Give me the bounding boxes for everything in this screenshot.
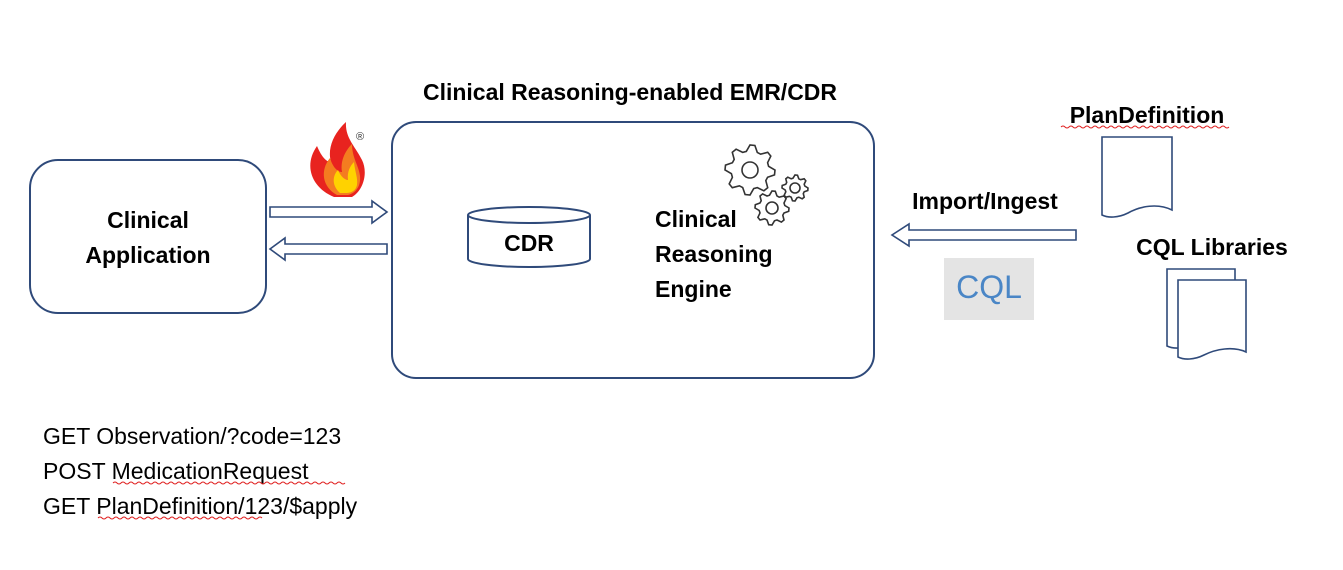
fhir-flame-icon: ® xyxy=(310,122,365,197)
clinical-application-label-line1: Clinical xyxy=(107,207,189,233)
request-arrow-right xyxy=(269,199,389,225)
registered-mark: ® xyxy=(356,131,364,143)
response-arrow-left xyxy=(268,236,388,262)
clinical-application-label-line2: Application xyxy=(85,242,210,268)
cdr-database-icon: CDR xyxy=(467,206,591,268)
clinical-application-frame xyxy=(29,159,267,314)
spellcheck-underline xyxy=(112,481,346,485)
cql-logo-background xyxy=(944,258,1034,320)
request-line-1: GET Observation/?code=123 xyxy=(43,423,341,449)
emr-cdr-container xyxy=(391,121,875,379)
cql-libraries-label: CQL Libraries xyxy=(1136,234,1288,260)
import-ingest-label: Import/Ingest xyxy=(912,188,1058,214)
cql-logo-text: CQL xyxy=(956,269,1022,305)
cql-logo: CQL xyxy=(944,258,1034,320)
request-line-3: GET PlanDefinition/123/$apply xyxy=(43,493,358,519)
gears-icon xyxy=(724,144,809,226)
request-line-2: POST MedicationRequest xyxy=(43,458,309,484)
engine-label-line1: Clinical xyxy=(655,206,737,232)
document-icon xyxy=(1101,136,1173,218)
plandefinition-label: PlanDefinition xyxy=(1070,102,1225,128)
gear-hub-icon xyxy=(789,182,801,194)
engine-label-line3: Engine xyxy=(655,276,732,302)
clinical-application-box: Clinical Application xyxy=(29,159,267,314)
main-title: Clinical Reasoning-enabled EMR/CDR xyxy=(423,79,837,105)
gear-hub-icon xyxy=(741,161,759,179)
document-stack-icon xyxy=(1166,268,1247,360)
spellcheck-underline xyxy=(1060,125,1230,129)
cdr-label: CDR xyxy=(504,230,554,256)
import-arrow-left xyxy=(890,222,1077,248)
engine-label-line2: Reasoning xyxy=(655,241,773,267)
spellcheck-underline xyxy=(97,516,263,520)
gear-hub-icon xyxy=(765,201,779,215)
